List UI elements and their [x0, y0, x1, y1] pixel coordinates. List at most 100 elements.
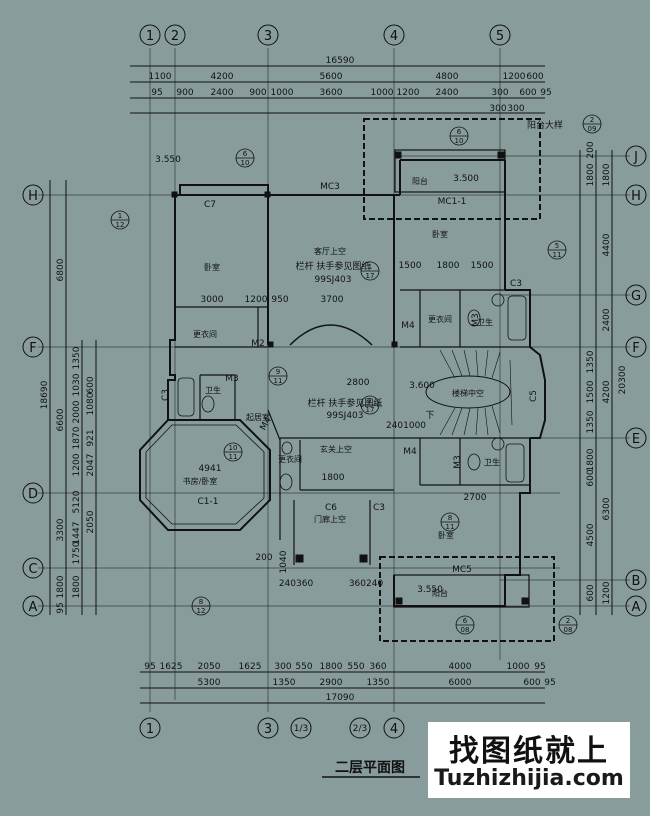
octagon-room-wall — [139, 419, 271, 531]
label-dim-200: 200 — [255, 553, 272, 563]
label-railing-1: 栏杆 扶手参见图纸 — [296, 260, 371, 272]
label-m4-b: M4 — [403, 447, 417, 457]
axis-bottom-3: 3 — [264, 722, 272, 737]
label-c6: C6 — [325, 503, 337, 513]
label-dim-1500-b: 1500 — [471, 261, 494, 271]
living-void-arc — [289, 324, 373, 346]
callout-12-bottom: 09 — [588, 125, 597, 133]
room-bedroom-2: 卧室 — [432, 229, 448, 239]
label-dim-2401000: 2401000 — [386, 421, 426, 431]
callout-14-bottom: 11 — [553, 251, 562, 259]
label-dim-1040: 1040 — [279, 550, 289, 573]
dim-right-r2-2: 1350 — [586, 350, 596, 373]
callout-12-top: 2 — [590, 116, 594, 124]
callout-9-bottom: 12 — [197, 607, 206, 615]
dim-top-r1-5: 600 — [526, 72, 543, 82]
label-m2: M2 — [251, 339, 265, 349]
room-bath-1: 卫生 — [205, 385, 221, 395]
axis-right-A: A — [632, 600, 641, 615]
callout-6-top: 10 — [229, 444, 238, 452]
dim-bot-r2-4: 6000 — [449, 678, 472, 688]
room-bedroom-3: 卧室 — [438, 530, 454, 540]
callout-2-top: 1 — [118, 212, 122, 220]
dim-left-r1-4: 95 — [56, 602, 66, 613]
axis-right-G: G — [631, 289, 641, 304]
axis-bottom-2-3: 2/3 — [353, 724, 367, 734]
room-living-void: 客厅上空 — [314, 246, 346, 256]
watermark-chinese: 找图纸就上 — [449, 734, 609, 769]
label-dim-3700: 3700 — [321, 295, 344, 305]
dim-left-total: 18690 — [40, 380, 50, 409]
dim-top-r2-1: 900 — [176, 88, 193, 98]
label-c3-c: C3 — [373, 503, 385, 513]
label-dim-950: 950 — [271, 295, 288, 305]
dim-left-r2-3: 1080 — [86, 392, 96, 415]
dim-top-total: 16590 — [326, 56, 355, 66]
misc-labels: MC3 MC1-1 MC5 C7 C6 C5 C3 C3 C3 C1-1 M2 … — [155, 119, 563, 595]
exterior-walls — [167, 159, 546, 607]
axis-left-D: D — [28, 487, 38, 502]
callout-10-bottom: 08 — [461, 626, 470, 634]
label-m3-a: M3 — [225, 374, 239, 384]
detail-callouts — [110, 114, 602, 635]
axis-bottom-1: 1 — [146, 722, 154, 737]
dim-top-r2-0: 95 — [151, 88, 162, 98]
drawing-title: 二层平面图 — [335, 760, 405, 776]
dim-right-r2-6: 600 — [586, 469, 596, 486]
left-dimensions: 18690 6800 6600 3300 1800 95 1350 1030 6… — [40, 258, 96, 613]
label-mc3: MC3 — [320, 182, 340, 192]
axis-right-J: J — [633, 150, 638, 165]
room-study-bedroom: 书房/卧室 — [183, 476, 218, 486]
dim-bot-r1-8: 360 — [369, 662, 386, 672]
dim-bot-r1-4: 300 — [274, 662, 291, 672]
label-railing-code-1: 99SJ403 — [315, 275, 352, 285]
right-dimension-lines — [579, 150, 613, 615]
label-m4-a: M4 — [401, 321, 415, 331]
dim-left-r2-4: 2000 — [72, 400, 82, 423]
axis-top-2: 2 — [171, 29, 179, 44]
label-elevation-4: 3.550 — [417, 585, 443, 595]
axis-bottom-4: 4 — [390, 722, 398, 737]
dim-left-r2-6: 921 — [86, 429, 96, 446]
room-closet-2: 更衣间 — [428, 314, 452, 324]
dim-top-r2-4: 1000 — [271, 88, 294, 98]
octagon-room-inner — [145, 424, 265, 525]
label-dim-2800: 2800 — [347, 378, 370, 388]
label-dim-1200: 1200 — [245, 295, 268, 305]
label-c5: C5 — [529, 390, 539, 402]
callout-11-bottom: 08 — [564, 626, 573, 634]
top-dimensions: 16590 1100 4200 5600 4800 1200 600 95 90… — [149, 56, 552, 114]
dim-top-r1-4: 1200 — [503, 72, 526, 82]
label-stair-down: 下 — [425, 411, 434, 421]
dim-right-r2-0: 200 — [586, 141, 596, 158]
dim-right-r2-1: 1800 — [586, 163, 596, 186]
dim-left-r1-0: 6800 — [56, 258, 66, 281]
callout-8-top: 8 — [448, 514, 452, 522]
balcony-inner-top — [394, 149, 506, 193]
axis-right-E: E — [632, 432, 640, 447]
dim-left-r2-8: 2047 — [86, 454, 96, 477]
label-dim-3000: 3000 — [201, 295, 224, 305]
callout-7-top: 1 — [368, 397, 372, 405]
label-mc5: MC5 — [452, 565, 472, 575]
dim-left-r2-12: 1750 — [72, 541, 82, 564]
dim-right-r2-7: 4500 — [586, 523, 596, 546]
dim-right-r2-4: 1350 — [586, 410, 596, 433]
dim-top-r2-8: 2400 — [436, 88, 459, 98]
dim-right-total: 20300 — [618, 365, 628, 394]
room-labels: 卧室 卧室 卧室 书房/卧室 客厅上空 玄关上空 门廊上空 楼梯中空 阳台 阳台… — [183, 176, 500, 598]
axis-left-C: C — [28, 562, 37, 577]
dim-bot-r2-1: 1350 — [273, 678, 296, 688]
dim-bot-r2-5: 600 — [523, 678, 540, 688]
room-living-area: 起居室 — [246, 412, 270, 422]
callout-4-top: 1 — [368, 263, 372, 271]
room-closet-3: 更衣间 — [278, 454, 302, 464]
callout-9-top: 8 — [199, 598, 203, 606]
dim-bot-r1-3: 1625 — [239, 662, 262, 672]
axis-labels: 1 2 3 4 5 1 3 1/3 2/3 4 H F D C A J H G … — [28, 29, 641, 737]
callout-5-bottom: 11 — [274, 377, 283, 385]
label-m3-b: M3 — [471, 313, 481, 327]
columns — [171, 151, 529, 605]
